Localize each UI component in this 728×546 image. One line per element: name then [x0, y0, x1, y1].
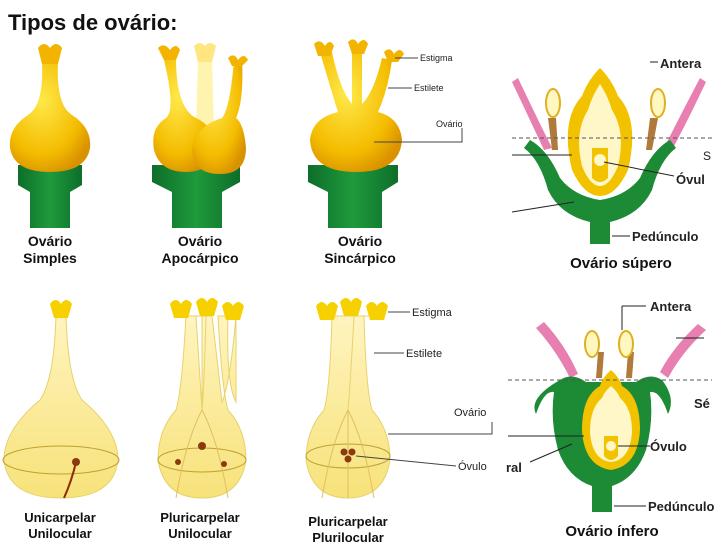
label-pedunculo-infero: Pedúnculo — [648, 499, 715, 514]
label-ovario-top: Ovário — [436, 119, 463, 129]
label-pedunculo-supero: Pedúnculo — [632, 229, 699, 244]
caption-simples-1: Ovário — [28, 233, 72, 249]
label-s-supero: S — [703, 149, 711, 163]
label-estilete-bottom: Estilete — [406, 348, 442, 360]
unicarpelar-unilocular-figure — [2, 300, 120, 499]
page-title: Tipos de ovário: — [8, 10, 178, 35]
ovario-apocarpico-figure — [152, 43, 248, 228]
label-ral-infero: ral — [506, 460, 522, 475]
ovario-infero-figure — [508, 305, 712, 512]
label-ovulo-supero: Óvul — [676, 172, 705, 187]
label-antera-supero: Antera — [660, 56, 702, 71]
caption-simples-2: Simples — [23, 250, 77, 266]
pluricarpelar-unilocular-figure — [157, 298, 247, 499]
label-estigma-bottom: Estigma — [412, 307, 453, 319]
caption-pluri-uni-2: Unilocular — [168, 526, 232, 541]
label-estilete-top: Estilete — [414, 83, 444, 93]
caption-apocarpico-2: Apocárpico — [161, 250, 238, 266]
caption-supero: Ovário súpero — [570, 255, 672, 272]
caption-sincarpico-1: Ovário — [338, 233, 382, 249]
label-estigma-top: Estigma — [420, 53, 453, 63]
ovario-supero-figure — [511, 61, 712, 244]
caption-pluri-pluri-2: Plurilocular — [312, 530, 384, 545]
label-ovario-bottom: Ovário — [454, 407, 486, 419]
label-antera-infero: Antera — [650, 299, 692, 314]
caption-sincarpico-2: Sincárpico — [324, 250, 396, 266]
caption-pluri-uni-1: Pluricarpelar — [160, 510, 240, 525]
label-ovulo-infero: Óvulo — [650, 439, 687, 454]
caption-pluri-pluri-1: Pluricarpelar — [308, 514, 388, 529]
label-se-infero: Sé — [694, 396, 710, 411]
caption-apocarpico-1: Ovário — [178, 233, 222, 249]
caption-infero: Ovário ínfero — [565, 523, 658, 540]
ovario-simples-figure — [9, 44, 91, 228]
pluricarpelar-plurilocular-figure — [305, 298, 493, 499]
caption-unicarpelar-2: Unilocular — [28, 526, 92, 541]
label-ovulo-bottom: Óvulo — [458, 460, 487, 473]
ovario-sincarpico-figure — [308, 39, 463, 228]
caption-unicarpelar-1: Unicarpelar — [24, 510, 96, 525]
